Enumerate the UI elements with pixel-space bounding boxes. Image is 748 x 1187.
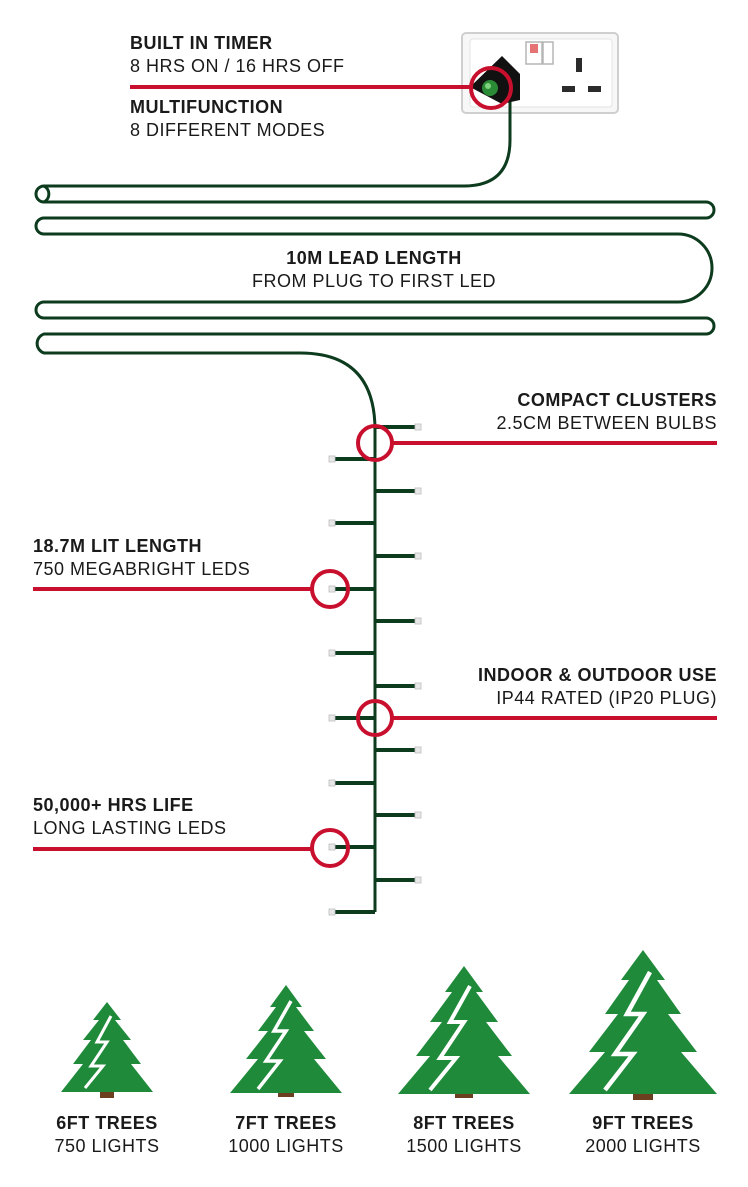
controller-icon [469,56,520,110]
tree-size: 7FT TREES [235,1113,337,1133]
indoor-outdoor-title: INDOOR & OUTDOOR USE [477,665,717,685]
clusters-title: COMPACT CLUSTERS [517,390,717,410]
tree-size: 6FT TREES [56,1113,158,1133]
clusters-callout: COMPACT CLUSTERS 2.5CM BETWEEN BULBS [496,389,717,435]
timer-subtitle: 8 HRS ON / 16 HRS OFF [130,56,345,76]
multifunction-subtitle: 8 DIFFERENT MODES [130,120,326,140]
life-subtitle: LONG LASTING LEDS [33,818,227,838]
tree-caption-6ft: 6FT TREES 750 LIGHTS [27,1112,187,1158]
multifunction-title: MULTIFUNCTION [130,97,284,117]
lead-length-title: 10M LEAD LENGTH [286,248,462,268]
life-callout: 50,000+ HRS LIFE LONG LASTING LEDS [33,794,227,840]
lit-length-callout: 18.7M LIT LENGTH 750 MEGABRIGHT LEDS [33,535,250,581]
lead-cable [34,95,716,912]
tree-lights: 1000 LIGHTS [228,1136,344,1156]
tree-lights: 1500 LIGHTS [406,1136,522,1156]
indoor-outdoor-subtitle: IP44 RATED (IP20 PLUG) [496,688,717,708]
clusters-subtitle: 2.5CM BETWEEN BULBS [496,413,717,433]
callout-lines [33,85,717,851]
life-title: 50,000+ HRS LIFE [33,795,194,815]
tree-icon [61,950,717,1100]
timer-callout: BUILT IN TIMER 8 HRS ON / 16 HRS OFF [130,32,345,78]
tree-size: 8FT TREES [413,1113,515,1133]
timer-title: BUILT IN TIMER [130,33,273,53]
tree-caption-8ft: 8FT TREES 1500 LIGHTS [384,1112,544,1158]
indoor-outdoor-callout: INDOOR & OUTDOOR USE IP44 RATED (IP20 PL… [478,664,717,710]
tree-size: 9FT TREES [592,1113,694,1133]
lead-length-subtitle: FROM PLUG TO FIRST LED [251,271,497,291]
callout-rings [310,424,394,868]
lead-length-callout: 10M LEAD LENGTH FROM PLUG TO FIRST LED [224,247,524,293]
led-bulb-icon [328,423,422,916]
tree-caption-7ft: 7FT TREES 1000 LIGHTS [206,1112,366,1158]
multifunction-callout: MULTIFUNCTION 8 DIFFERENT MODES [130,96,325,142]
tree-lights: 2000 LIGHTS [585,1136,701,1156]
lit-length-subtitle: 750 MEGABRIGHT LEDS [33,559,251,579]
tree-caption-9ft: 9FT TREES 2000 LIGHTS [563,1112,723,1158]
lit-length-title: 18.7M LIT LENGTH [33,536,203,556]
tree-lights: 750 LIGHTS [54,1136,160,1156]
